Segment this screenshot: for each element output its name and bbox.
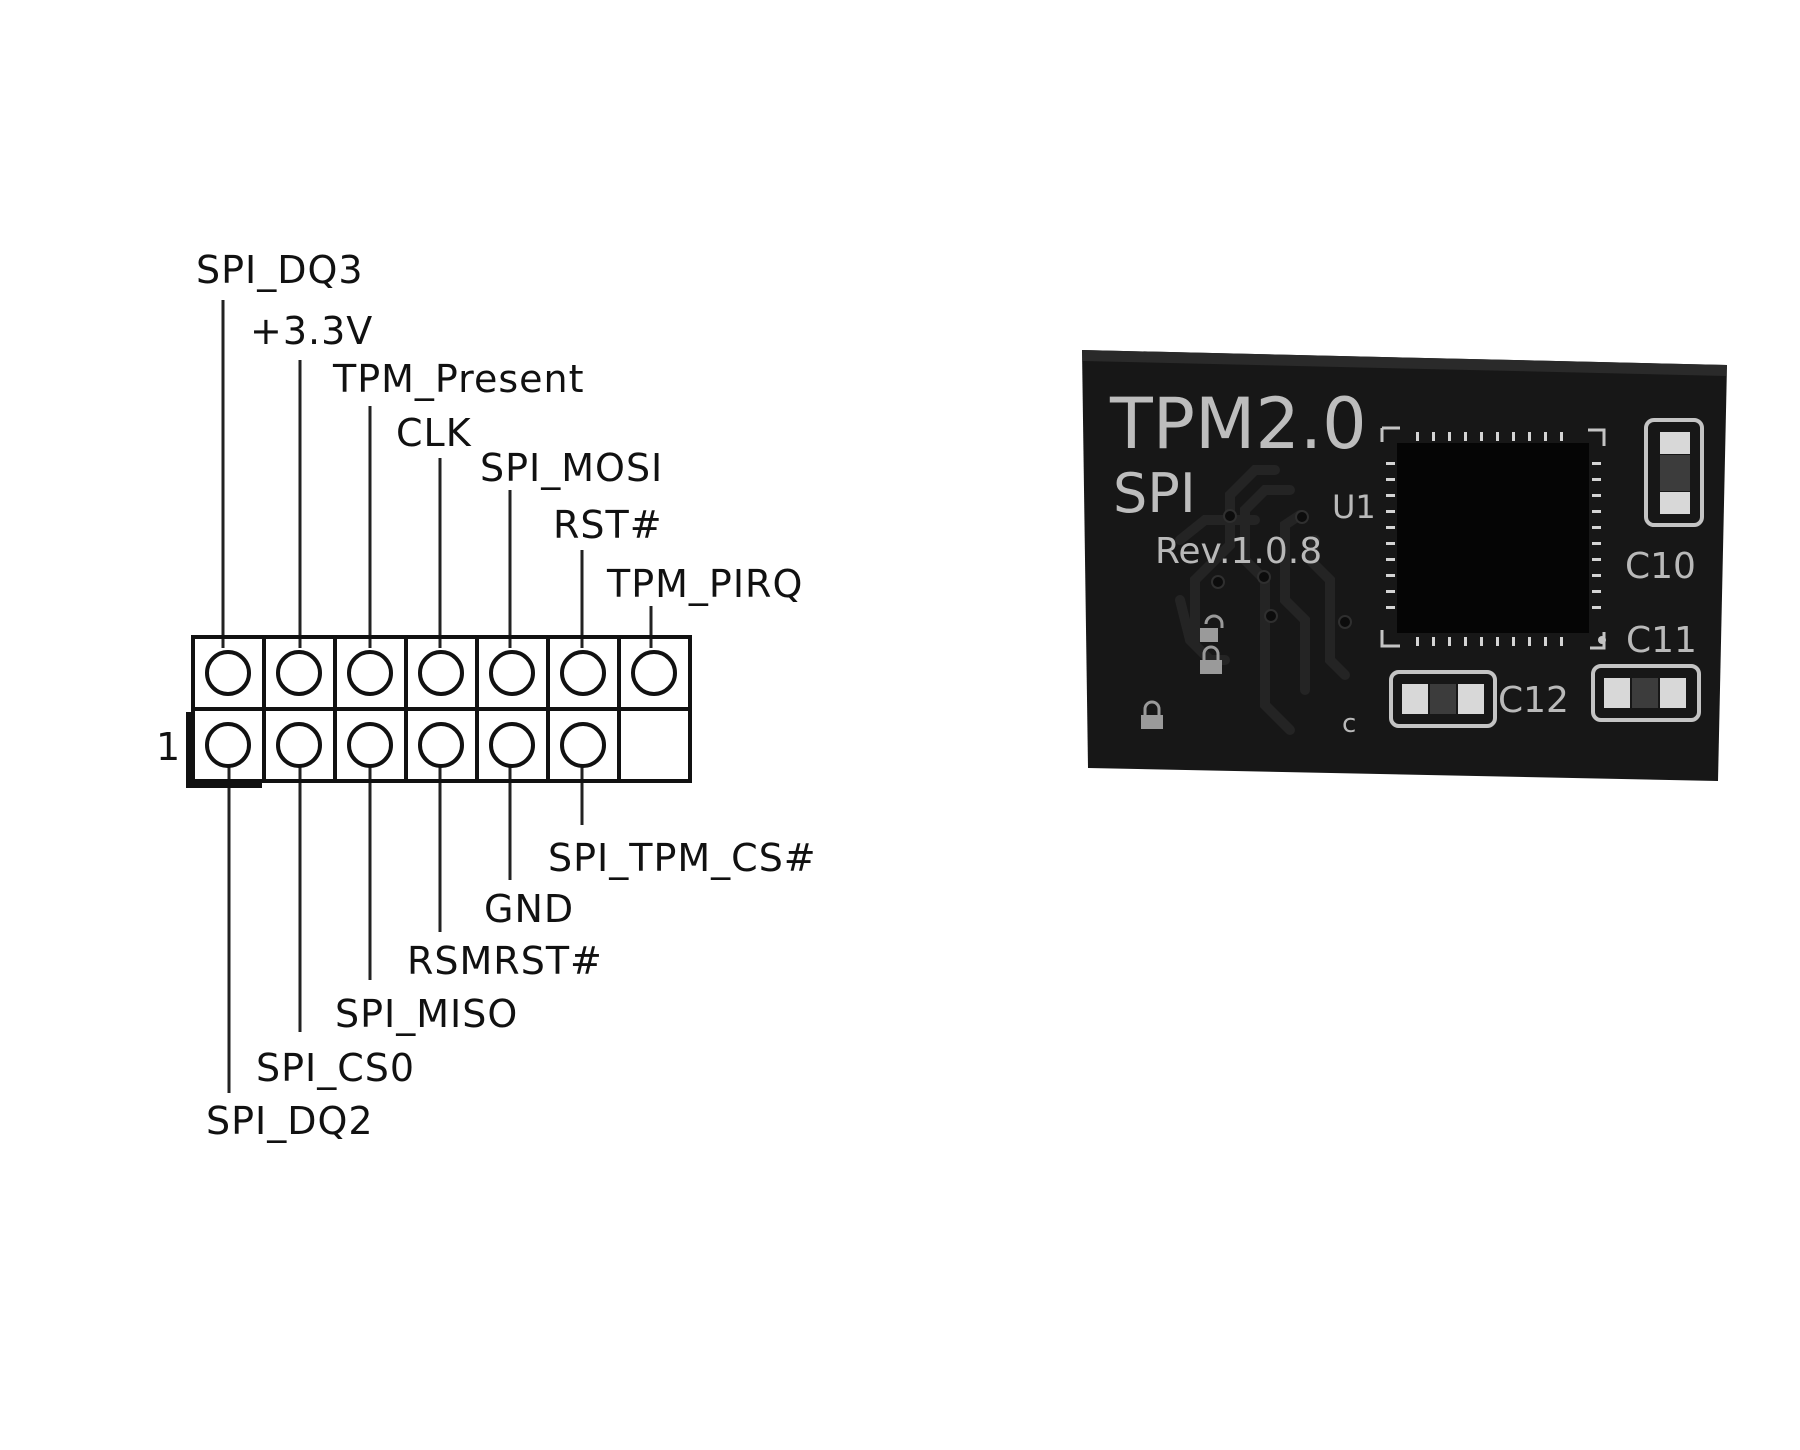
pin-bottom-5 (489, 722, 535, 768)
pin-label-top: TPM_Present (332, 357, 585, 401)
pin-top-4 (418, 650, 464, 696)
pin-bottom-3 (347, 722, 393, 768)
pin-label-bottom: GND (484, 887, 574, 931)
pin-label-bottom: SPI_CS0 (256, 1046, 415, 1090)
unlocked-icon (1200, 614, 1224, 642)
module-revision: Rev.1.0.8 (1155, 531, 1322, 572)
lock-icon (1141, 700, 1163, 729)
pin-top-3 (347, 650, 393, 696)
tpm-chip (1380, 426, 1606, 650)
capacitor-c10 (1644, 418, 1704, 527)
pin-top-7 (631, 650, 677, 696)
pin-label-bottom: SPI_TPM_CS# (548, 836, 817, 880)
chip-reference: U1 (1332, 488, 1376, 526)
top-leader-lines (221, 300, 653, 648)
chip-package (1397, 443, 1589, 633)
pin-label-top: RST# (553, 503, 663, 547)
capacitor-label-c12: C12 (1498, 680, 1569, 721)
header-pins (205, 650, 677, 768)
pin-bottom-4 (418, 722, 464, 768)
pin-top-5 (489, 650, 535, 696)
pin-label-top: SPI_MOSI (480, 446, 663, 490)
tpm-module-board: c TPM2.0 SPI Rev.1.0.8 U1 C10 C11 C12 (1082, 350, 1727, 781)
module-title: TPM2.0 (1109, 383, 1367, 465)
capacitor-label-c11: C11 (1626, 620, 1697, 661)
pin1-marker-bracket (186, 712, 262, 788)
pin-label-top: TPM_PIRQ (606, 562, 803, 606)
lock-icon (1200, 645, 1222, 674)
pin-label-bottom: RSMRST# (407, 939, 603, 983)
pin-bottom-1 (205, 722, 251, 768)
pin-top-6 (560, 650, 606, 696)
pin-bottom-2 (276, 722, 322, 768)
pin-label-top: +3.3V (250, 309, 373, 353)
pin-label-bottom: SPI_DQ2 (206, 1099, 374, 1143)
pin-bottom-6 (560, 722, 606, 768)
pin1-number: 1 (156, 725, 181, 769)
lock-icons (1141, 614, 1224, 729)
capacitor-c11 (1591, 664, 1701, 722)
pin-label-bottom: SPI_MISO (335, 992, 518, 1036)
svg-text:c: c (1342, 709, 1356, 739)
chip-pads (1386, 432, 1601, 646)
module-interface: SPI (1113, 462, 1196, 525)
capacitor-c12 (1389, 670, 1497, 728)
pin-label-top: CLK (396, 411, 472, 455)
pin-top-1 (205, 650, 251, 696)
header-grid (186, 635, 692, 788)
pin-header-diagram: 1 SPI_DQ3 +3.3V TPM_Present CLK SPI_MOSI… (156, 248, 817, 1143)
capacitor-label-c10: C10 (1625, 546, 1696, 587)
pin-label-top: SPI_DQ3 (196, 248, 364, 292)
pin-top-2 (276, 650, 322, 696)
